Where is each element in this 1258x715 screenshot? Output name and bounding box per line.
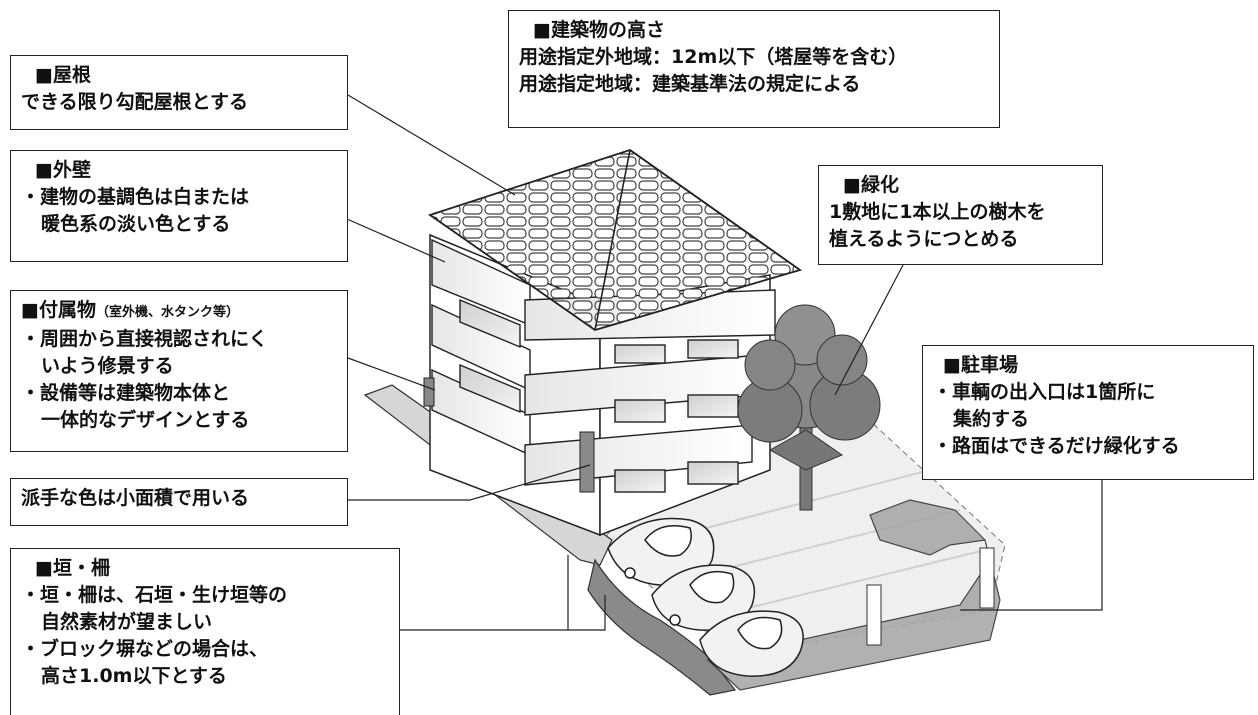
fence-line-2: 自然素材が望ましい <box>41 611 213 633</box>
callout-accessory: ■付属物（室外機、水タンク等） ・周囲から直接視認されにく いよう修景する ・設… <box>10 290 348 452</box>
accessory-title-row: ■付属物（室外機、水タンク等） <box>21 297 337 326</box>
car-2 <box>651 564 756 631</box>
callout-parking: ■駐車場 ・車輌の出入口は1箇所に 集約する ・路面はできるだけ緑化する <box>922 345 1254 480</box>
right-balconies <box>524 289 776 493</box>
callout-roof: ■屋根 できる限り勾配屋根とする <box>10 55 348 130</box>
parking-line-3: ・路面はできるだけ緑化する <box>933 435 1180 457</box>
height-line-2: 用途指定地域：建築基準法の規定による <box>519 73 861 95</box>
car-3 <box>699 610 804 677</box>
greening-line-1: 1敷地に1本以上の樹木を <box>829 201 1046 223</box>
fence-line-1: ・垣・柵は、石垣・生け垣等の <box>21 584 288 606</box>
tree <box>737 304 881 511</box>
hedge <box>587 558 737 696</box>
parking-line-1: ・車輌の出入口は1箇所に <box>933 381 1156 403</box>
accessory-line-2: いよう修景する <box>41 355 174 377</box>
accessory-title-note: （室外機、水タンク等） <box>95 305 239 320</box>
accessory-line-1: ・周囲から直接視認されにく <box>21 328 268 350</box>
accessory-line-4: 一体的なデザインとする <box>41 409 250 431</box>
greening-line-2: 植えるようにつとめる <box>829 228 1019 250</box>
roof-title: ■屋根 <box>35 64 91 86</box>
fence-title: ■垣・柵 <box>35 557 110 579</box>
wall-line-1: ・建物の基調色は白または <box>21 186 250 208</box>
greening-title: ■緑化 <box>843 174 899 196</box>
accessory-line-3: ・設備等は建築物本体と <box>21 382 231 404</box>
wall-title: ■外壁 <box>35 159 91 181</box>
car-1 <box>607 517 715 587</box>
callout-color: 派手な色は小面積で用いる <box>10 478 348 526</box>
accent-panel-2 <box>579 431 595 493</box>
wall-line-2: 暖色系の淡い色とする <box>41 213 231 235</box>
gate-post-2 <box>979 547 995 609</box>
parking-line-2: 集約する <box>953 408 1030 430</box>
fence-line-3: ・ブロック塀などの場合は、 <box>21 638 269 660</box>
color-line-1: 派手な色は小面積で用いる <box>21 487 250 509</box>
fence-line-4: 高さ1.0m以下とする <box>41 665 227 687</box>
callout-building-height: ■建築物の高さ 用途指定外地域：12m以下（塔屋等を含む） 用途指定地域：建築基… <box>508 10 1000 128</box>
accessory-title: ■付属物 <box>21 299 96 321</box>
callout-exterior-wall: ■外壁 ・建物の基調色は白または 暖色系の淡い色とする <box>10 150 348 262</box>
gate-post-1 <box>866 584 882 646</box>
accent-panel-1 <box>423 377 435 407</box>
roof-line-1: できる限り勾配屋根とする <box>21 91 249 113</box>
height-title: ■建築物の高さ <box>533 19 665 41</box>
callout-greening: ■緑化 1敷地に1本以上の樹木を 植えるようにつとめる <box>818 165 1103 265</box>
cars <box>607 517 804 677</box>
callout-fence: ■垣・柵 ・垣・柵は、石垣・生け垣等の 自然素材が望ましい ・ブロック塀などの場… <box>10 548 400 715</box>
leader-lines <box>314 94 1103 631</box>
parking-title: ■駐車場 <box>943 354 1018 376</box>
height-line-1: 用途指定外地域：12m以下（塔屋等を含む） <box>519 46 908 68</box>
